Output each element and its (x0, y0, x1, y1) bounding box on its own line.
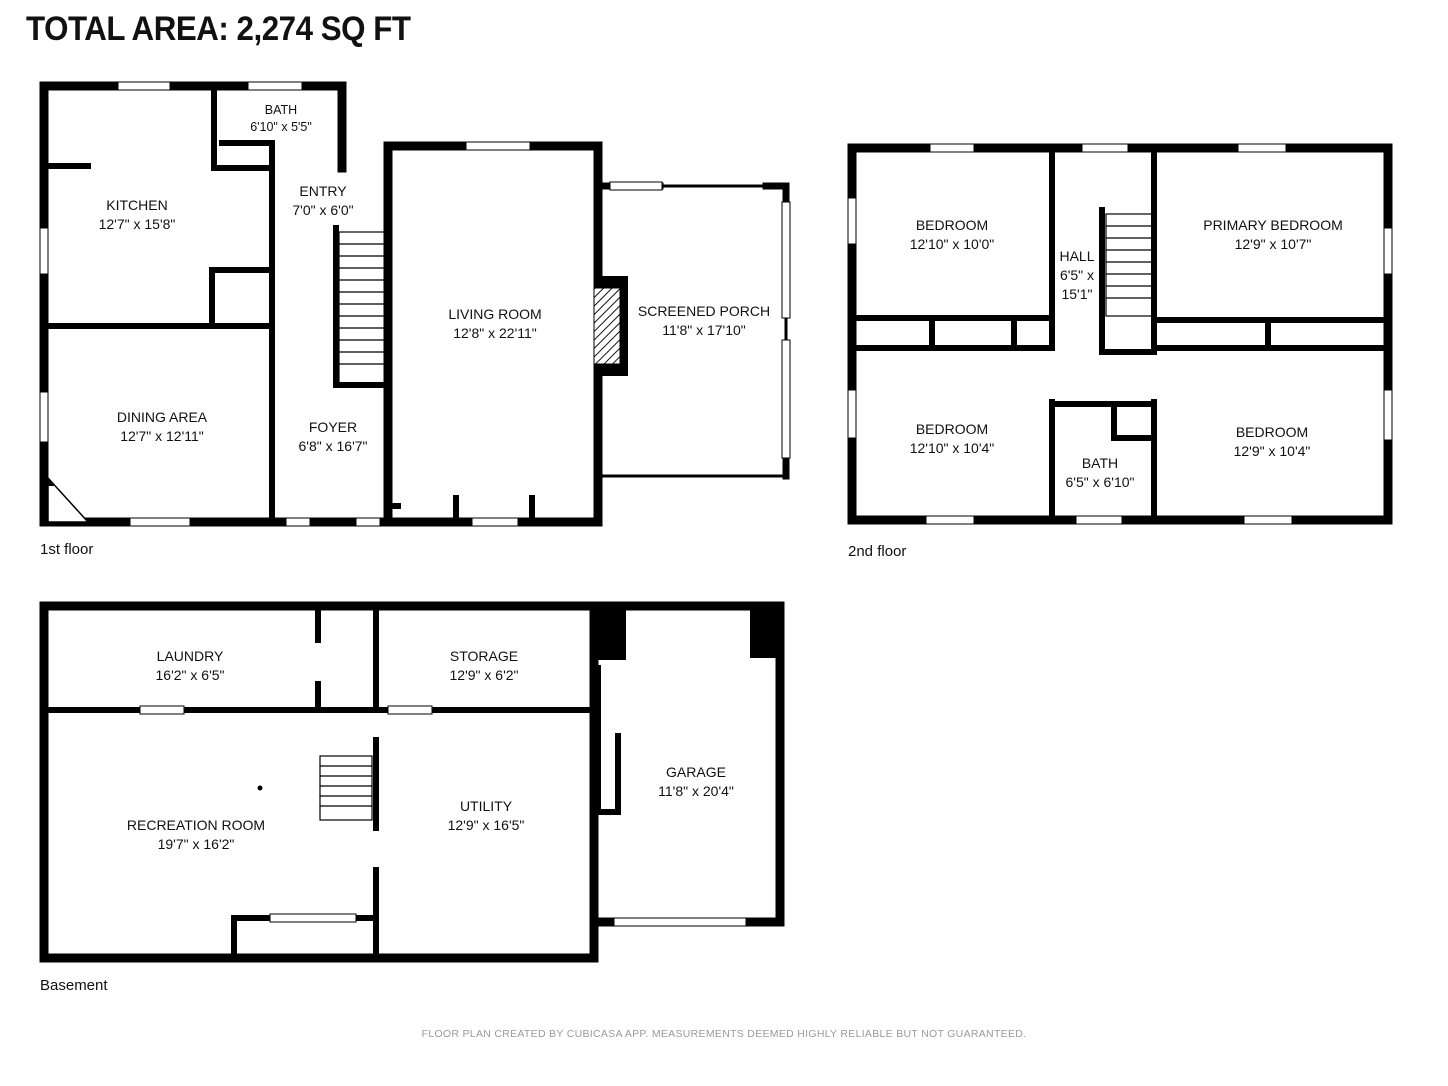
floor-label-basement: Basement (40, 977, 108, 994)
room-dining-name: DINING AREA (117, 409, 208, 425)
room-hall-name: HALL (1059, 248, 1094, 264)
floor-label-second: 2nd floor (848, 543, 907, 560)
room-kitchen-dim: 12'7" x 15'8" (99, 216, 176, 232)
room-garage-dim: 11'8" x 20'4" (658, 783, 734, 799)
room-hall-dim: 6'5" x (1060, 267, 1094, 283)
room-foyer-dim: 6'8" x 16'7" (299, 438, 368, 454)
room-primary-dim: 12'9" x 10'7" (1235, 236, 1312, 252)
first-floor-plan (39, 81, 791, 527)
floor-label-first: 1st floor (40, 541, 94, 558)
room-entry-dim: 7'0" x 6'0" (292, 202, 353, 218)
second-floor-plan (847, 143, 1393, 525)
total-area-title: TOTAL AREA: 2,274 SQ FT (26, 10, 411, 48)
room-laundry-name: LAUNDRY (157, 648, 224, 664)
room-laundry-dim: 16'2" x 6'5" (156, 667, 225, 683)
room-bedroom-nw-name: BEDROOM (916, 217, 988, 233)
room-bath1-dim: 6'10" x 5'5" (250, 120, 312, 134)
stairs-second-floor (1105, 213, 1153, 317)
room-garage-name: GARAGE (666, 764, 726, 780)
room-entry-name: ENTRY (299, 183, 347, 199)
room-bath1-name: BATH (265, 103, 297, 117)
basement-plan (39, 601, 785, 963)
room-porch-dim: 11'8" x 17'10" (662, 322, 746, 338)
room-recreation-dim: 19'7" x 16'2" (158, 836, 235, 852)
stairs-basement (319, 755, 373, 821)
room-hall-dim2: 15'1" (1061, 286, 1092, 302)
room-storage-name: STORAGE (450, 648, 518, 664)
room-primary-name: PRIMARY BEDROOM (1203, 217, 1343, 233)
room-bedroom-sw-dim: 12'10" x 10'4" (910, 440, 995, 456)
room-bath2-name: BATH (1082, 455, 1118, 471)
room-living-dim: 12'8" x 22'11" (453, 325, 537, 341)
room-porch-name: SCREENED PORCH (638, 303, 770, 319)
room-storage-dim: 12'9" x 6'2" (450, 667, 519, 683)
room-living-name: LIVING ROOM (448, 306, 541, 322)
room-labels: KITCHEN 12'7" x 15'8" BATH 6'10" x 5'5" … (99, 103, 1343, 852)
room-bedroom-se-name: BEDROOM (1236, 424, 1308, 440)
room-recreation-name: RECREATION ROOM (127, 817, 265, 833)
stairs-first-floor (338, 231, 386, 385)
room-dining-dim: 12'7" x 12'11" (120, 428, 204, 444)
room-kitchen-name: KITCHEN (106, 197, 167, 213)
room-utility-name: UTILITY (460, 798, 513, 814)
room-bedroom-se-dim: 12'9" x 10'4" (1234, 443, 1311, 459)
footer-disclaimer: FLOOR PLAN CREATED BY CUBICASA APP. MEAS… (421, 1028, 1027, 1040)
room-bedroom-sw-name: BEDROOM (916, 421, 988, 437)
room-utility-dim: 12'9" x 16'5" (448, 817, 525, 833)
room-bedroom-nw-dim: 12'10" x 10'0" (910, 236, 995, 252)
room-bath2-dim: 6'5" x 6'10" (1066, 474, 1135, 490)
room-foyer-name: FOYER (309, 419, 357, 435)
